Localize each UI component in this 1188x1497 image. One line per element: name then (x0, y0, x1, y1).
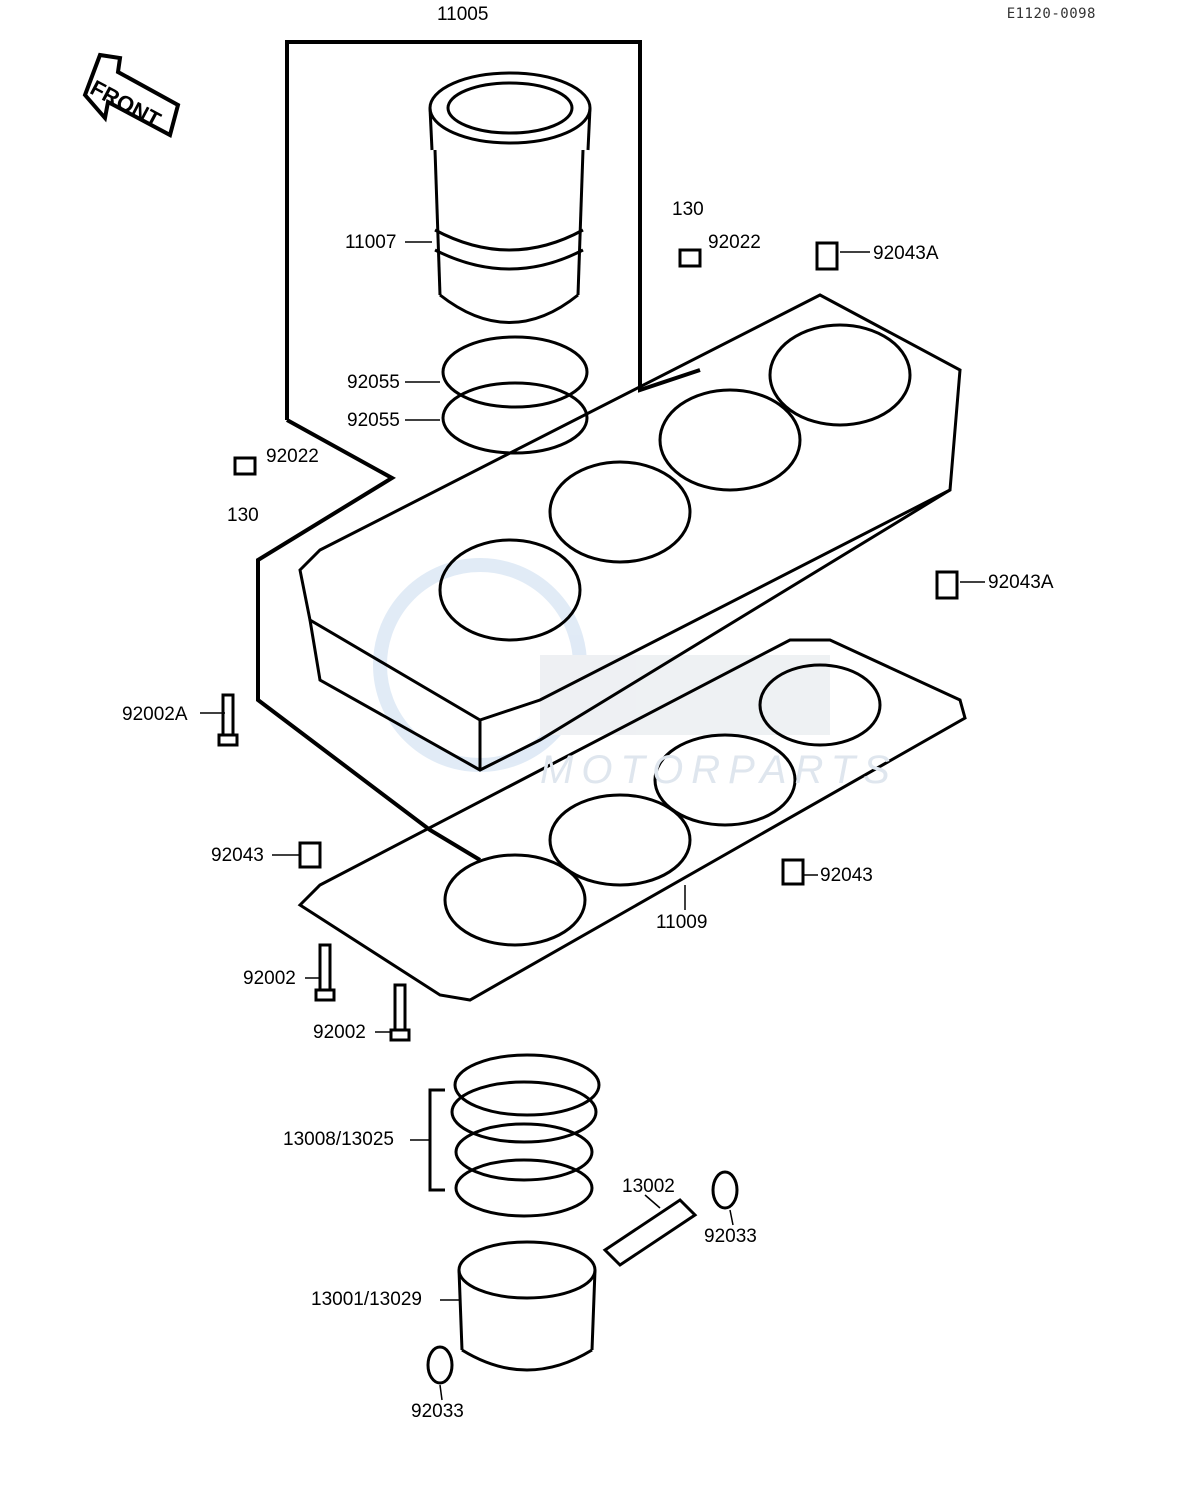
part-label-130-top: 130 (672, 199, 704, 220)
part-label-92043-right: 92043 (820, 865, 873, 886)
watermark-text: MOTORPARTS (540, 748, 898, 792)
o-rings (441, 335, 589, 455)
bolts (217, 248, 702, 1042)
part-label-92002-a: 92002 (243, 968, 296, 989)
piston-assembly (426, 1053, 739, 1385)
part-label-92022-top: 92022 (708, 232, 761, 253)
document-code: E1120-0098 (1006, 6, 1096, 22)
part-label-13008-13025: 13008/13025 (283, 1129, 394, 1150)
front-arrow (82, 52, 181, 138)
part-label-130-left: 130 (227, 505, 259, 526)
part-label-11007: 11007 (345, 232, 397, 253)
leader-lines (200, 241, 985, 1401)
part-label-11009: 11009 (656, 912, 708, 933)
part-label-92043-left: 92043 (211, 845, 264, 866)
cylinder-sleeve (428, 71, 592, 324)
part-label-13001-13029: 13001/13029 (311, 1289, 422, 1310)
part-label-92002a: 92002A (122, 704, 188, 725)
part-label-11005: 11005 (437, 4, 489, 25)
part-label-13002: 13002 (622, 1176, 675, 1197)
part-label-92043a-right: 92043A (988, 572, 1054, 593)
part-label-92055-a: 92055 (347, 372, 400, 393)
part-label-92055-b: 92055 (347, 410, 400, 431)
part-label-92033-right: 92033 (704, 1226, 757, 1247)
cylinder-block (298, 241, 962, 772)
part-label-92033-bottom: 92033 (411, 1401, 464, 1422)
part-label-92043a-top: 92043A (873, 243, 939, 264)
part-label-92022-left: 92022 (266, 446, 319, 467)
head-gasket (297, 638, 967, 1002)
part-label-92002-b: 92002 (313, 1022, 366, 1043)
bracket-11005 (256, 40, 701, 862)
